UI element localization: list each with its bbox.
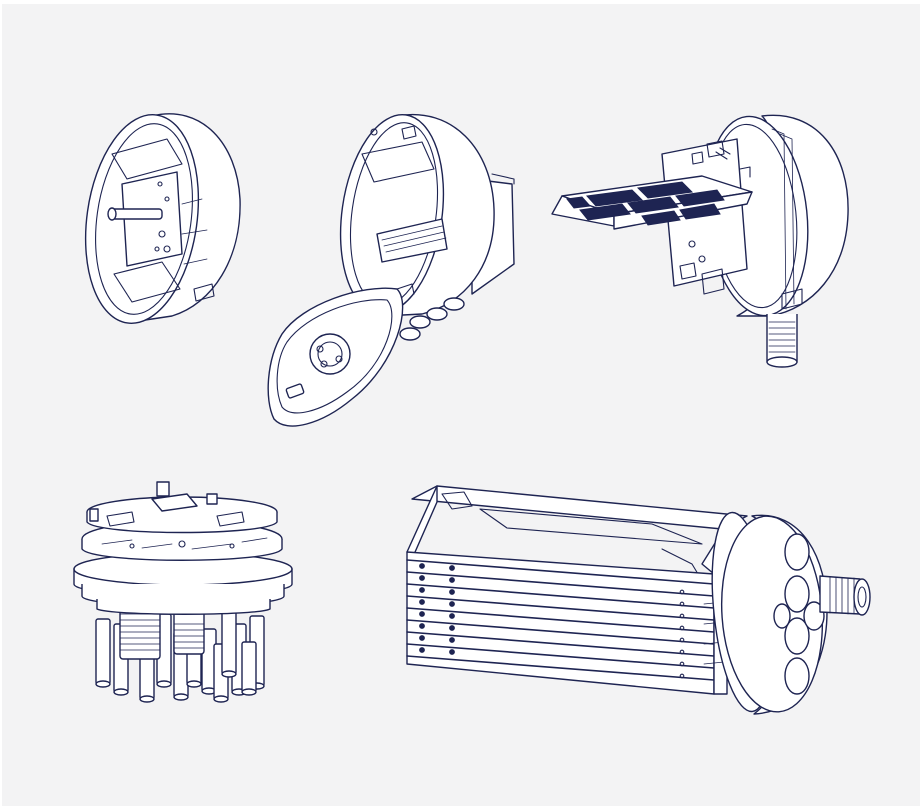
technical-drawing-sheet	[73, 113, 871, 715]
illustration-canvas	[2, 4, 920, 806]
open-meter-housing-icon	[84, 113, 241, 324]
rack-module-icon	[406, 485, 871, 715]
housing-circuit-tray-icon	[551, 114, 849, 368]
housing-hinged-cover-icon	[267, 113, 515, 427]
terminal-block-icon	[73, 481, 293, 703]
